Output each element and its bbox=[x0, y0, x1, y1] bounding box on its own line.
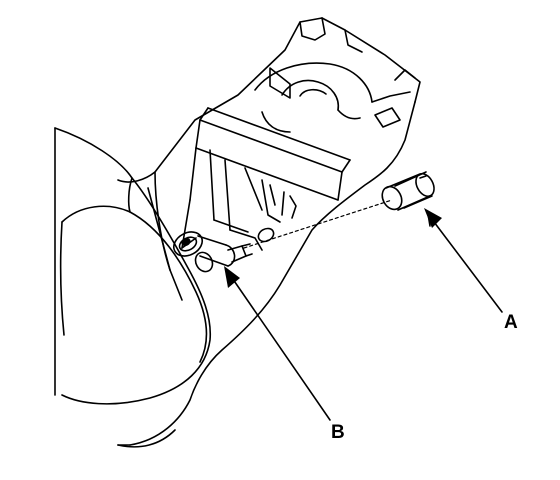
socket-cap bbox=[381, 171, 435, 211]
leader-a bbox=[427, 213, 503, 313]
storage-tray bbox=[181, 107, 351, 251]
arrowhead-a bbox=[424, 208, 442, 228]
power-socket bbox=[172, 231, 253, 273]
callout-label-b: B bbox=[331, 422, 345, 443]
cup-holder bbox=[254, 62, 416, 133]
console-body bbox=[117, 17, 421, 448]
alignment-line bbox=[243, 199, 393, 249]
seat-cushion bbox=[54, 127, 212, 405]
arrowhead-b bbox=[224, 266, 240, 288]
leader-b bbox=[227, 271, 331, 421]
callout-label-a: A bbox=[504, 312, 518, 333]
mounting-hole bbox=[257, 227, 275, 243]
